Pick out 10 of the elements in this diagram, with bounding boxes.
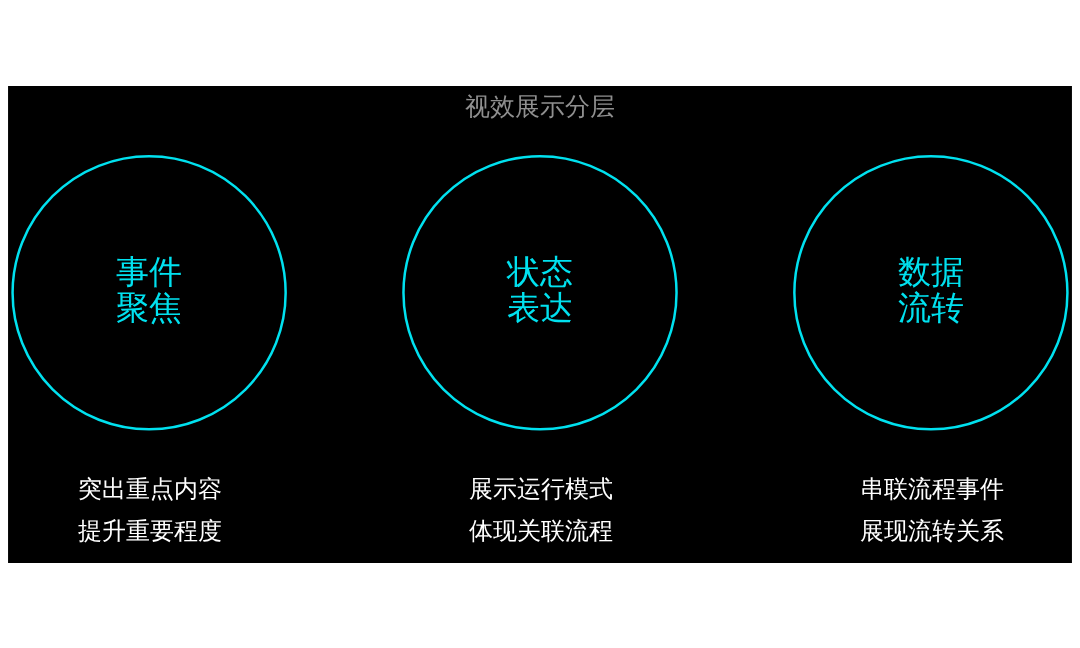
node-circle: 状态表达: [402, 154, 678, 431]
node-label: 展示运行模式: [468, 474, 613, 503]
node-circle: 数据流转: [793, 154, 1069, 431]
node-label: 展现流转关系: [859, 516, 1004, 545]
node-circle: 事件聚焦: [11, 154, 287, 431]
node-label: 串联流程事件: [859, 474, 1004, 503]
node-label: 体现关联流程: [468, 516, 613, 545]
node-label: 突出重点内容: [77, 474, 222, 503]
diagram-title: 视效展示分层: [465, 91, 615, 121]
node-label: 提升重要程度: [77, 516, 222, 545]
